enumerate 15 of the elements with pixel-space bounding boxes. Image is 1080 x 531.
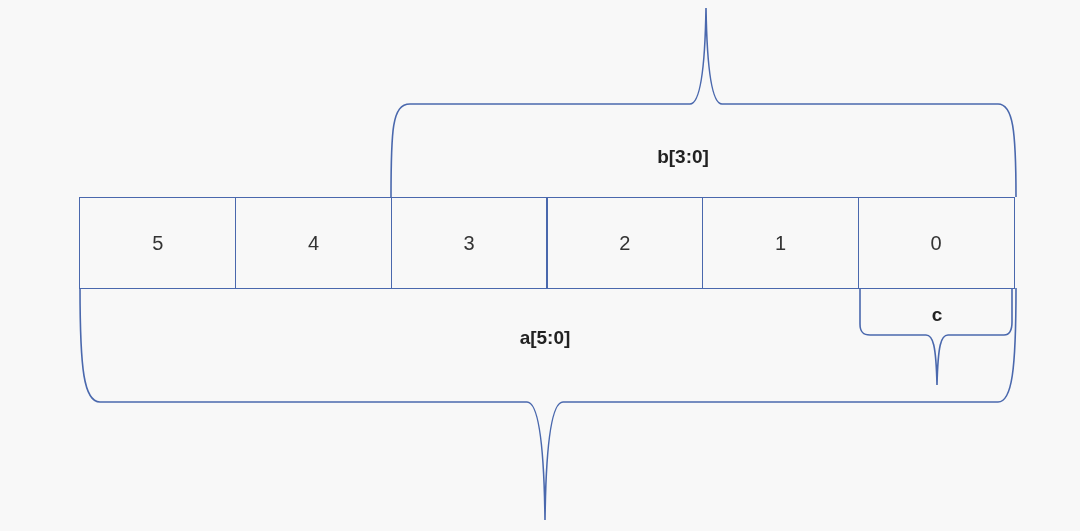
bit-cell: [701, 197, 860, 289]
brace-label: a[5:0]: [519, 327, 571, 349]
bit-index: 5: [152, 231, 164, 255]
bit-cell: [546, 197, 704, 289]
brace-label: b[3:0]: [657, 146, 709, 168]
bit-index: 2: [619, 231, 631, 255]
bit-index: 1: [774, 231, 787, 255]
bit-index: 3: [463, 231, 475, 255]
bit-cell: [390, 197, 548, 289]
brace-label: c: [931, 304, 943, 326]
bit-index: 0: [930, 231, 942, 255]
bit-index: 4: [307, 231, 320, 255]
bit-cell: [79, 197, 237, 289]
bit-cell: [234, 197, 393, 289]
bit-cell: [857, 197, 1015, 289]
